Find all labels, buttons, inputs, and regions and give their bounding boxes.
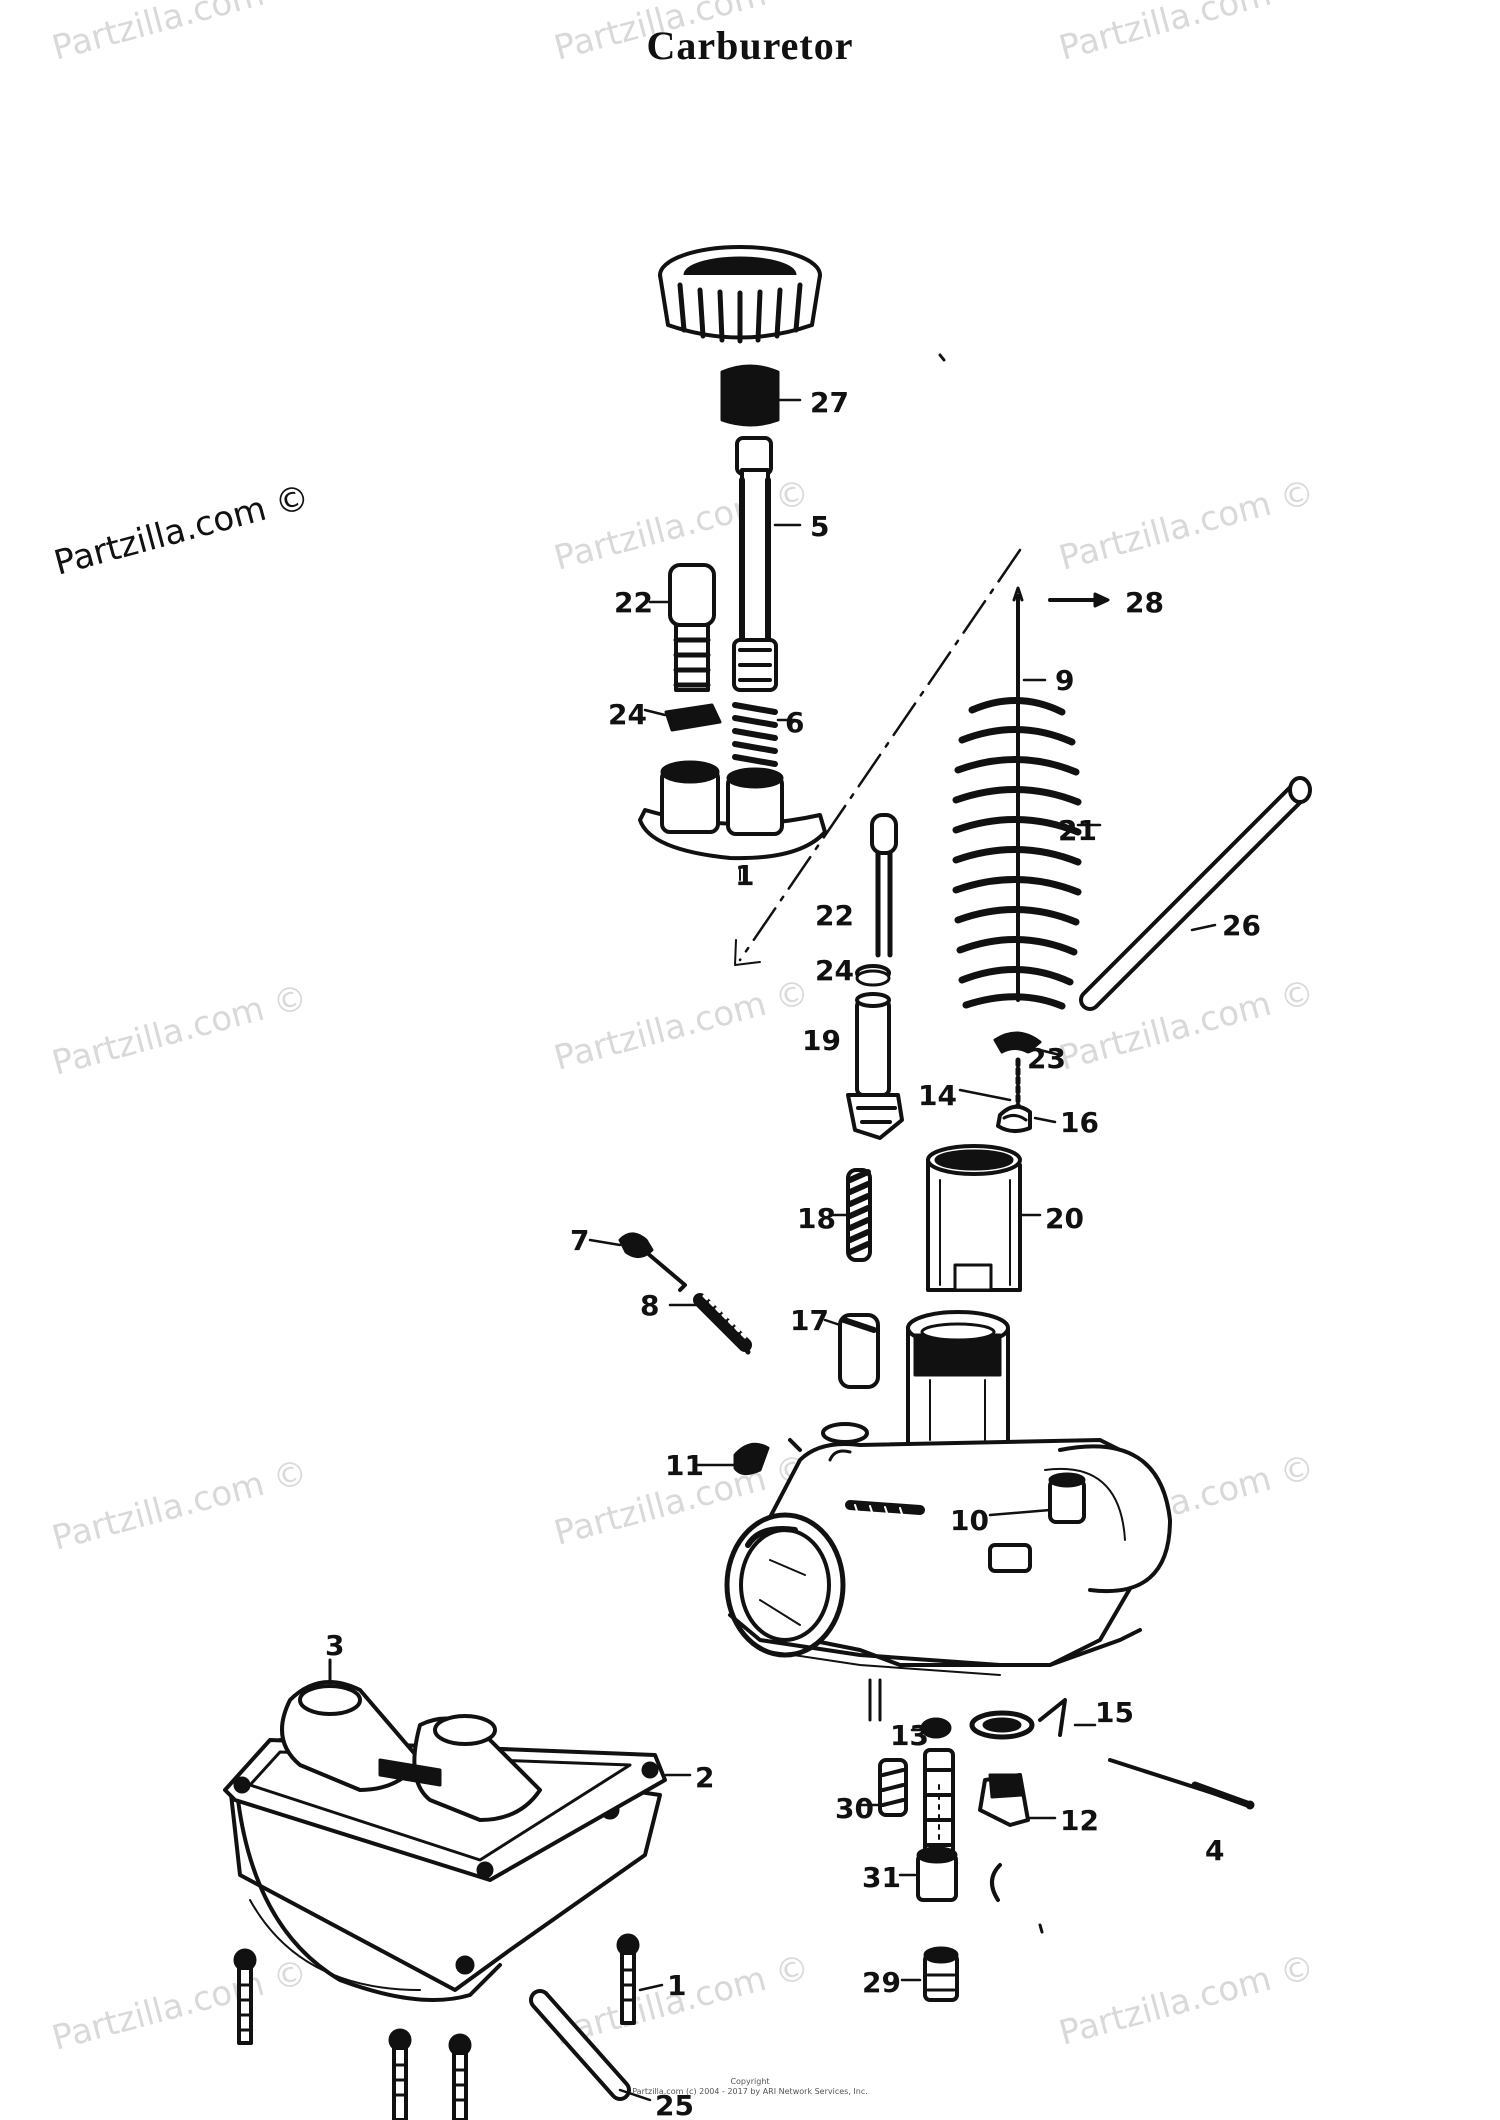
part-7 <box>618 1232 687 1292</box>
part-18 <box>846 1168 872 1262</box>
callout-label: 21 <box>1058 814 1097 847</box>
part-3 <box>280 1658 542 1822</box>
part-21 <box>952 697 1082 1010</box>
part-31 <box>916 1846 958 1902</box>
page-title: Carburetor <box>646 23 854 68</box>
callout-label: 11 <box>665 1449 704 1482</box>
copyright-notice: Copyright Partzilla.com (c) 2004 - 2017 … <box>600 2077 900 2097</box>
callout-label: 31 <box>862 1861 901 1894</box>
callout-label: 20 <box>1045 1202 1084 1235</box>
part-1-top <box>638 760 827 881</box>
callout-label: 7 <box>570 1224 589 1257</box>
callout-label: 13 <box>890 1719 929 1752</box>
callout-label: 9 <box>1055 664 1074 697</box>
callout-label: 8 <box>640 1289 659 1322</box>
part-8 <box>693 1293 752 1355</box>
callout-label: 25 <box>655 2089 694 2120</box>
callout-label: 5 <box>810 510 829 543</box>
cap-nut-part <box>658 245 822 344</box>
callout-label: 17 <box>790 1304 829 1337</box>
clip-small <box>990 1863 1002 1902</box>
callout-label: 12 <box>1060 1804 1099 1837</box>
callout-label: 4 <box>1205 1834 1224 1867</box>
copyright-line-2: Partzilla.com (c) 2004 - 2017 by ARI Net… <box>632 2087 868 2096</box>
bowl-screws <box>233 1933 640 2120</box>
part-29 <box>923 1946 959 2002</box>
part-22-center <box>870 813 898 958</box>
callout-label: 24 <box>815 954 854 987</box>
callout-label: 2 <box>695 1761 714 1794</box>
callout-label: 24 <box>608 698 647 731</box>
part-6 <box>732 702 778 767</box>
part-13 <box>920 1717 952 1739</box>
callout-label: 19 <box>802 1024 841 1057</box>
part-26 <box>1079 776 1312 1011</box>
callout-label: 6 <box>785 706 804 739</box>
callout-label: 23 <box>1027 1042 1066 1075</box>
callout-label: 27 <box>810 386 849 419</box>
part-24-center <box>855 964 891 987</box>
callout-label: 29 <box>862 1966 901 1999</box>
callout-label: 22 <box>614 586 653 619</box>
callout-label: 14 <box>918 1079 957 1112</box>
callout-label: 30 <box>835 1792 874 1825</box>
part-4 <box>1108 1758 1255 1810</box>
part-27 <box>720 364 780 427</box>
copyright-line-1: Copyright <box>730 2077 770 2086</box>
callout-label: 1 <box>735 859 754 892</box>
part-19 <box>846 992 904 1140</box>
callout-label: 1 <box>667 1969 686 2002</box>
part-20 <box>926 1144 1022 1292</box>
part-17 <box>838 1313 880 1389</box>
part-12 <box>978 1773 1030 1827</box>
callout-label: 15 <box>1095 1696 1134 1729</box>
callout-label: 16 <box>1060 1106 1099 1139</box>
callout-label: 3 <box>325 1629 344 1662</box>
part-9 <box>1012 586 1024 1002</box>
part-15 <box>969 1698 1067 1740</box>
part-30 <box>878 1758 908 1817</box>
alignment-line <box>738 548 1022 962</box>
part-5 <box>732 436 778 692</box>
carburetor-body <box>724 1310 1172 1722</box>
callout-label: 28 <box>1125 586 1164 619</box>
part-24-top <box>664 703 722 732</box>
callout-label: 26 <box>1222 909 1261 942</box>
callout-label: 10 <box>950 1504 989 1537</box>
callout-label: 22 <box>815 899 854 932</box>
part-22-left <box>668 563 716 692</box>
part-23 <box>993 1031 1042 1054</box>
part-16 <box>996 1104 1032 1133</box>
callout-label: 18 <box>797 1202 836 1235</box>
